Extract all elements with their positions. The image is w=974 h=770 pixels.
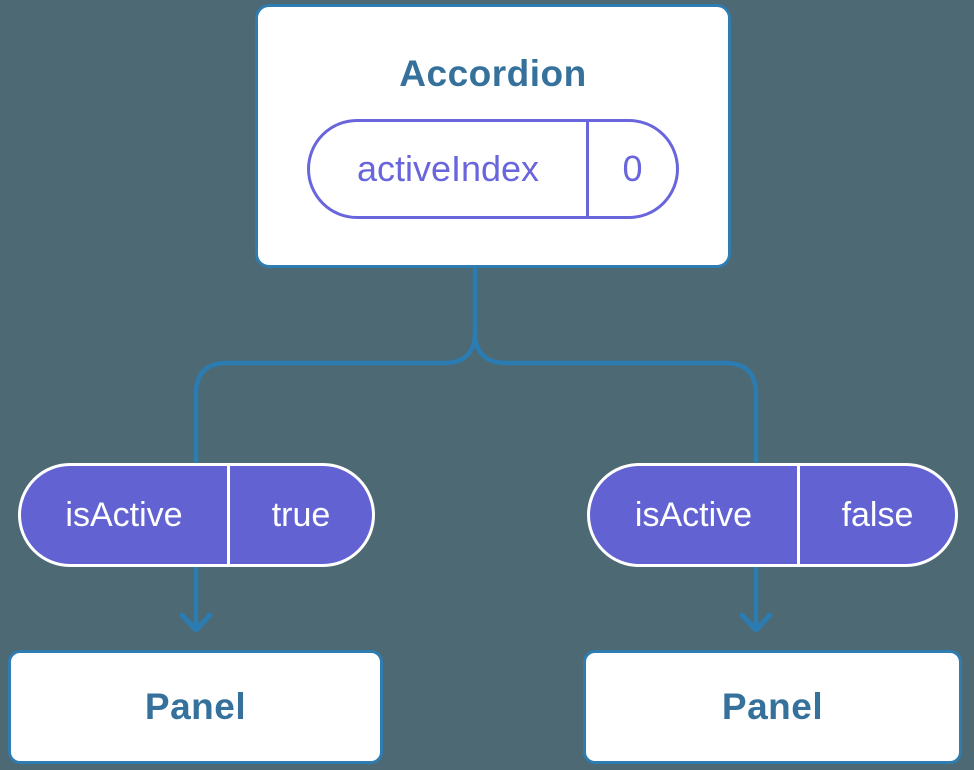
- state-pill: activeIndex 0: [307, 119, 679, 219]
- prop-pill-left: isActive true: [18, 463, 375, 567]
- connector-left-branch: [193, 263, 478, 629]
- panel-title: Panel: [144, 686, 247, 727]
- panel-title: Panel: [721, 686, 824, 727]
- accordion-component-card: Accordion activeIndex 0: [255, 4, 731, 268]
- state-pill-value: 0: [622, 148, 643, 189]
- panel-card-right: Panel: [583, 650, 962, 764]
- arrow-down-icon: [179, 612, 213, 633]
- pill-divider: [227, 466, 230, 564]
- arrow-down-icon: [739, 612, 773, 633]
- pill-divider: [797, 466, 800, 564]
- prop-pill-label: isActive: [634, 495, 753, 534]
- connector-right-branch: [472, 329, 759, 629]
- prop-pill-value: true: [271, 495, 331, 534]
- state-pill-label: activeIndex: [356, 148, 540, 189]
- prop-pill-right: isActive false: [587, 463, 958, 567]
- component-title: Accordion: [399, 53, 587, 94]
- pill-divider: [586, 122, 589, 216]
- panel-card-left: Panel: [8, 650, 383, 764]
- prop-pill-label: isActive: [65, 495, 183, 534]
- prop-pill-value: false: [841, 495, 914, 534]
